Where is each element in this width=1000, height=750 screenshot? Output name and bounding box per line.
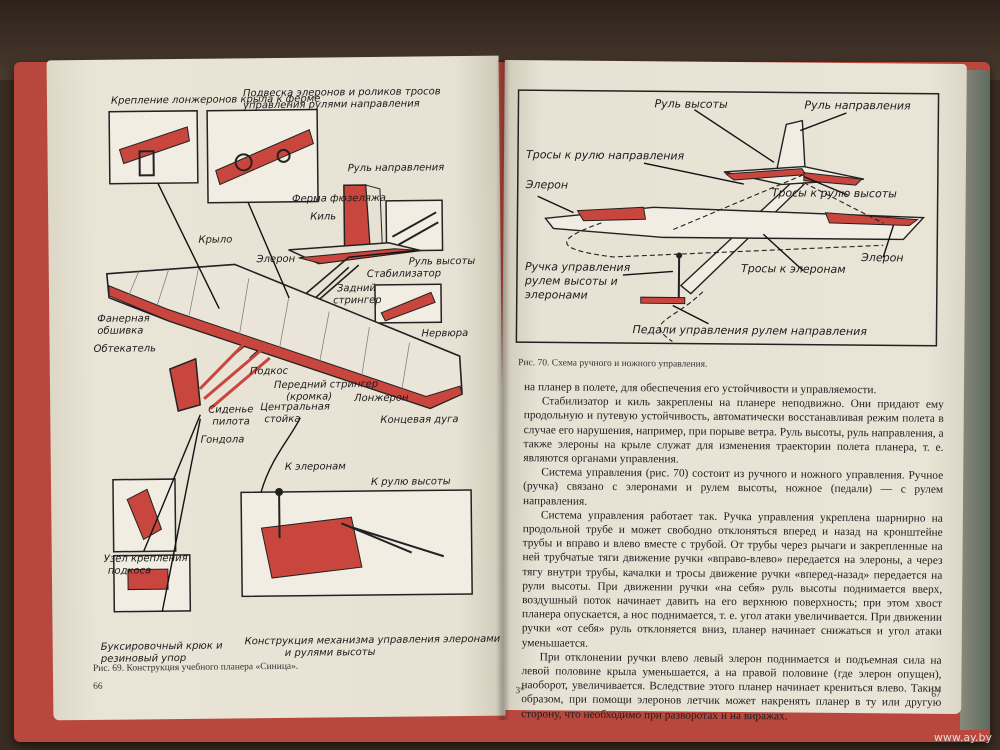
glider-construction-figure [105,108,473,613]
label-aileron: Элерон [256,253,296,266]
label-fairing: Обтекатель [93,343,157,355]
control-scheme-figure [515,89,940,347]
label-elevator-cables: Тросы к рулю высоты [771,186,897,201]
label-pedals: Педали управления рулем направления [632,323,867,339]
label-gondola: Гондола [200,434,245,446]
label-strut: Подкос [249,365,289,378]
signature-mark: 3* [515,686,525,697]
label-control-stick-3: элеронами [524,288,588,302]
label-pilot-seat: Сиденье [208,404,254,416]
label-rudder-cables: Тросы к рулю направления [525,148,685,163]
paragraph: Стабилизатор и киль закреплены на планер… [523,395,944,466]
label-to-elevator: К рулю высоты [370,476,451,489]
label-aileron-suspension-2: управления рулями направления [242,98,420,112]
paragraph: Система управления (рис. 70) состоит из … [522,466,944,508]
label-rudder: Руль направления [804,98,911,113]
label-control-stick-2: рулем высоты и [524,274,618,288]
label-aileron-right: Элерон [861,251,904,265]
paragraph: Система управления работает так. Ручка у… [521,509,943,650]
label-elevator: Руль высоты [408,255,476,268]
label-rib: Нервюра [421,327,469,340]
label-wing: Крыло [198,234,233,246]
label-fin: Киль [310,211,337,223]
label-to-ailerons: К элеронам [284,461,346,473]
label-wingtip-bow: Концевая дуга [380,414,459,426]
label-tow-hook: Буксировочный крюк и [100,640,223,653]
label-central-post-2: стойка [264,413,301,426]
figure-frame [515,89,940,347]
label-strut-mount-2: подкоса [107,565,152,577]
figure-69-caption: Рис. 69. Конструкция учебного планера «С… [92,661,299,674]
label-elevator: Руль высоты [654,97,728,111]
label-stabilizer: Стабилизатор [366,268,442,281]
label-control-stick: Ручка управления [524,260,631,275]
label-aileron-suspension: Подвеска элеронов и роликов тросов [242,86,441,100]
label-rear-stringer-2: стрингер [333,294,382,307]
label-spar: Лонжерон [354,392,409,405]
paragraph: При отклонении ручки влево левый элерон … [521,651,942,723]
body-text: на планер в полете, для обеспечения его … [521,380,944,725]
book-spine-shadow [496,60,510,720]
label-aileron-cables: Тросы к элеронам [740,262,846,276]
label-aileron-left: Элерон [525,178,569,192]
label-rear-stringer: Задний [336,282,377,295]
watermark: www.ay.by [933,731,992,744]
label-pilot-seat-2: пилота [212,416,250,428]
page-number-right: 67 [931,689,941,700]
label-rudder: Руль направления [347,162,445,175]
label-strut-mount: Узел крепления [103,552,188,565]
label-central-post: Центральная [260,401,330,414]
label-front-stringer: Передний стрингер [273,378,379,392]
figure-70-caption: Рис. 70. Схема ручного и ножного управле… [518,358,708,370]
page-number-left: 66 [93,681,103,692]
label-fuselage-truss: Ферма фюзеляжа [291,192,387,205]
label-controls-2: и рулями высоты [284,646,376,659]
label-plywood-skin: Фанерная [97,313,150,325]
label-plywood-skin-2: обшивка [97,325,144,337]
left-page: Крепление лонжеронов крыла к ферме Подве… [46,55,506,721]
right-page: Руль высоты Руль направления Тросы к рул… [499,59,967,722]
